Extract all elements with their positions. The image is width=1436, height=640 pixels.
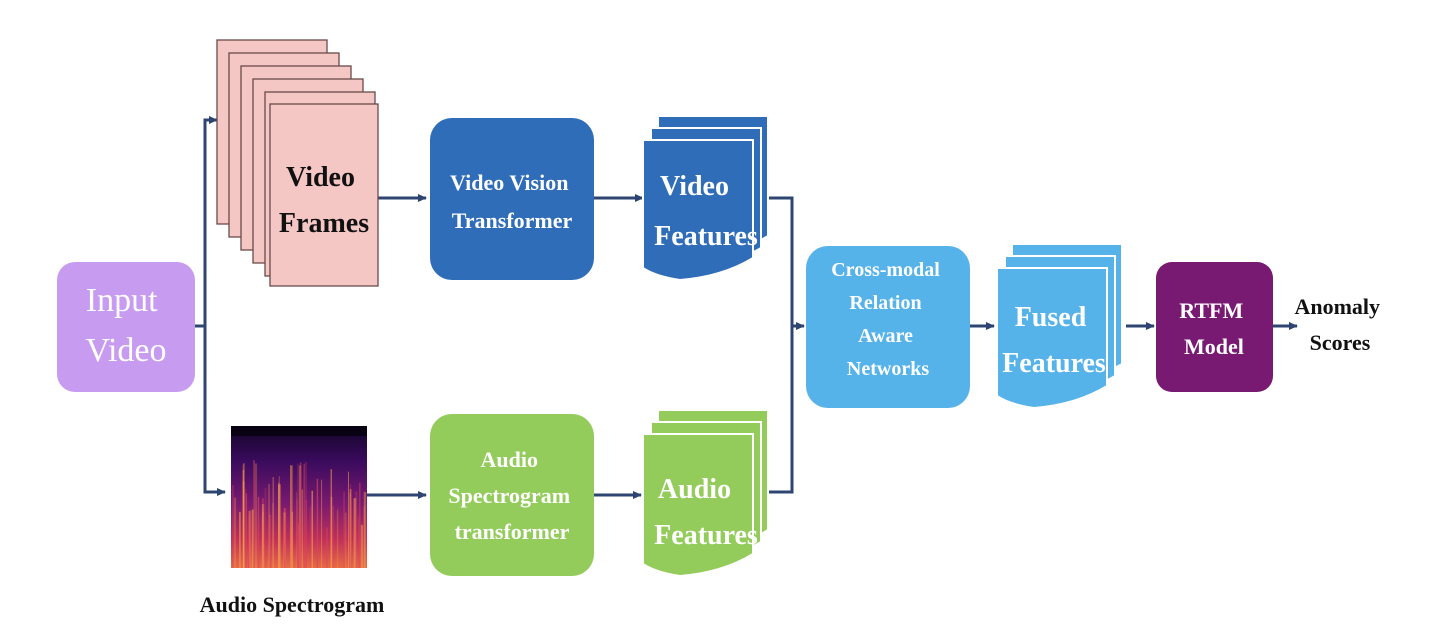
input-video-box	[57, 262, 195, 392]
spectrogram-streak	[330, 496, 333, 568]
spectrogram-streak	[349, 510, 351, 568]
spectrogram-streak	[254, 463, 258, 568]
audio-features-label: Audio Features	[654, 474, 758, 551]
spectrogram-streak	[272, 503, 274, 568]
frame-layer	[269, 103, 379, 287]
doc-layer	[642, 433, 754, 578]
spectrogram-streak	[242, 481, 245, 568]
spectrogram-streak	[316, 478, 319, 568]
arrow-audio-features-to-merge	[768, 326, 794, 494]
spectrogram-streak	[296, 499, 298, 568]
spectrogram-streak	[249, 510, 251, 568]
spectrogram-streak	[269, 514, 272, 568]
arrow-input-to-spectrogram	[203, 326, 226, 496]
video-features-label: Video Features	[654, 171, 758, 252]
spectrogram-streak	[262, 511, 264, 568]
spectrogram-streak	[245, 493, 248, 568]
spectrogram-streak	[297, 523, 300, 568]
spectrogram-streak	[251, 509, 254, 568]
spectrogram-texture	[231, 426, 367, 568]
rtfm-model-label: RTFM Model	[1179, 298, 1249, 359]
spectrogram-streak	[268, 484, 270, 568]
spectrogram-streak	[349, 489, 352, 568]
spectrogram-streak	[359, 482, 361, 568]
spectrogram-streak	[344, 512, 347, 568]
spectrogram-streak	[231, 485, 234, 568]
fused-features-node	[996, 243, 1123, 410]
anomaly-scores-label: Anomaly Scores	[1294, 294, 1385, 355]
video-frames-label: Video Frames	[279, 162, 369, 239]
connectors	[195, 116, 1298, 499]
video-frames-stack	[216, 39, 379, 287]
fused-features-label: Fused Features	[1002, 302, 1106, 379]
spectrogram-streak	[233, 497, 237, 568]
spectrogram-streak	[305, 499, 307, 568]
cross-modal-label: Cross-modal Relation Aware Networks	[831, 259, 945, 380]
spectrogram-streak	[253, 460, 255, 568]
spectrogram-streak	[264, 488, 267, 568]
video-vision-transformer-node: Video Vision Transformer	[430, 118, 594, 280]
spectrogram-streak	[248, 511, 251, 568]
doc-layer	[996, 267, 1108, 410]
rtfm-model-node: RTFM Model	[1156, 262, 1273, 392]
input-video-node: Input Video	[57, 262, 195, 392]
cross-modal-box	[806, 246, 970, 408]
arrow-video-features-to-merge	[768, 196, 794, 326]
spectrogram-streak	[363, 491, 367, 568]
spectrogram-streak	[311, 490, 313, 568]
audio-spectrogram-transformer-box	[430, 414, 594, 576]
spectrogram-streak	[343, 491, 345, 568]
spectrogram-streak	[348, 471, 349, 568]
audio-spectrogram-transformer-node: Audio Spectrogram transformer	[430, 414, 594, 576]
spectrogram-streak	[247, 515, 251, 568]
spectrogram-streak	[309, 506, 312, 568]
spectrogram-streak	[239, 511, 241, 568]
spectrogram-streak	[278, 484, 281, 568]
spectrogram-streak	[321, 479, 323, 568]
video-features-node	[642, 115, 769, 282]
spectrogram-streak	[332, 505, 334, 568]
spectrogram-streak	[283, 512, 286, 568]
spectrogram-streak	[242, 464, 244, 568]
cross-modal-node: Cross-modal Relation Aware Networks	[806, 246, 970, 408]
doc-layer	[642, 139, 754, 282]
spectrogram-streak	[360, 524, 364, 568]
spectrogram-streak	[297, 463, 299, 568]
spectrogram-top-band	[231, 426, 367, 436]
spectrogram-streak	[296, 492, 298, 568]
spectrogram-streak	[326, 527, 328, 568]
spectrogram-streak	[330, 469, 332, 568]
spectrogram-streak	[290, 465, 293, 568]
spectrogram-streak	[283, 508, 286, 568]
spectrogram-streak	[301, 489, 303, 568]
spectrogram-streak	[353, 498, 357, 568]
spectrogram-streak	[245, 488, 247, 568]
spectrogram-streak	[350, 484, 352, 568]
spectrogram-streak	[303, 463, 305, 568]
spectrogram-streak	[272, 477, 275, 568]
audio-spectrogram-transformer-label: Audio Spectrogram transformer	[448, 447, 575, 544]
audio-features-node	[642, 409, 769, 578]
spectrogram-streak	[284, 518, 286, 568]
audio-spectrogram-caption: Audio Spectrogram	[200, 592, 385, 617]
video-vision-transformer-label: Video Vision Transformer	[450, 170, 574, 233]
audio-spectrogram-image	[231, 426, 367, 568]
spectrogram-streak	[354, 491, 358, 568]
spectrogram-streak	[336, 509, 339, 568]
rtfm-model-box	[1156, 262, 1273, 392]
spectrogram-streak	[357, 516, 360, 568]
spectrogram-streak	[299, 462, 302, 568]
spectrogram-streak	[350, 499, 352, 568]
spectrogram-streak	[257, 496, 260, 568]
spectrogram-streak	[363, 506, 365, 568]
spectrogram-streak	[261, 504, 265, 568]
arrow-input-to-frames	[203, 116, 218, 326]
input-video-label: Input Video	[85, 282, 166, 369]
video-vision-transformer-box	[430, 118, 594, 280]
